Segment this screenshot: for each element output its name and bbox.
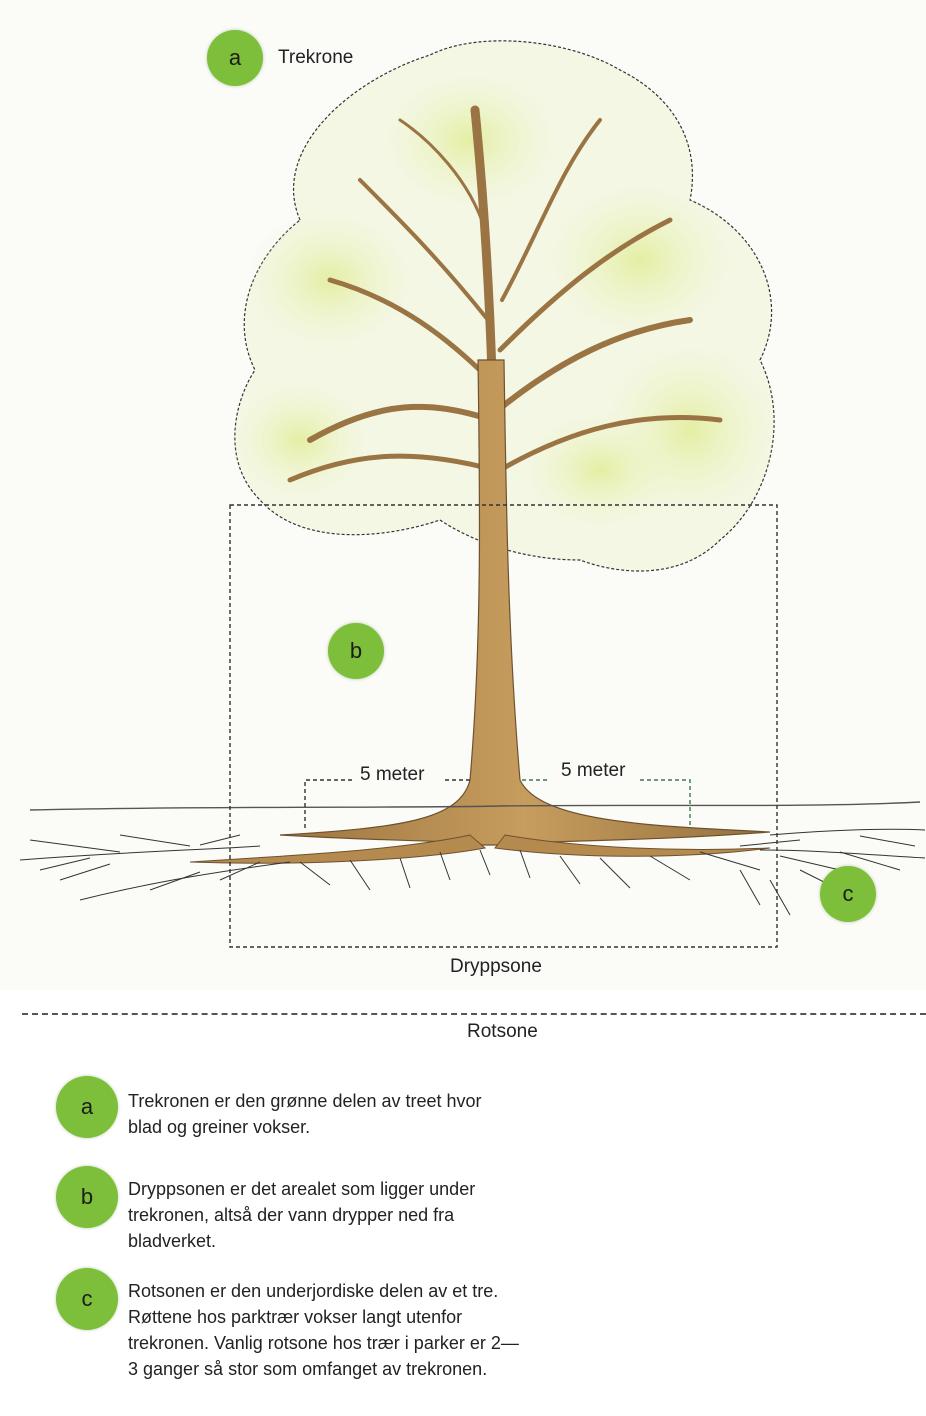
legend-item-b: b Dryppsonen er det arealet som ligger u… (56, 1166, 488, 1254)
badge-b-dripzone: b (328, 623, 384, 679)
legend-text-a: Trekronen er den grønne delen av treet h… (128, 1088, 503, 1140)
legend-item-a: a Trekronen er den grønne delen av treet… (56, 1076, 503, 1140)
right-distance-label: 5 meter (561, 760, 625, 782)
rotsone-divider (22, 1013, 926, 1015)
badge-letter: c (82, 1286, 93, 1312)
badge-letter: a (229, 45, 241, 71)
rotsone-label: Rotsone (467, 1021, 538, 1043)
legend-item-c: c Rotsonen er den underjordiske delen av… (56, 1268, 523, 1382)
badge-c-rootzone: c (820, 866, 876, 922)
badge-a-crown: a (207, 30, 263, 86)
dryppsone-label: Dryppsone (450, 956, 542, 978)
tree-illustration (0, 0, 926, 990)
badge-letter: b (350, 638, 362, 664)
left-distance-label: 5 meter (360, 764, 424, 786)
badge-letter: a (81, 1094, 93, 1120)
badge-letter: b (81, 1184, 93, 1210)
legend-text-c: Rotsonen er den underjordiske delen av e… (128, 1278, 523, 1382)
badge-letter: c (843, 881, 854, 907)
trekrone-label: Trekrone (278, 47, 353, 69)
legend-badge-a: a (56, 1076, 118, 1138)
legend-badge-c: c (56, 1268, 118, 1330)
legend-text-b: Dryppsonen er det arealet som ligger und… (128, 1176, 488, 1254)
tree-drawing (0, 0, 926, 990)
legend-badge-b: b (56, 1166, 118, 1228)
